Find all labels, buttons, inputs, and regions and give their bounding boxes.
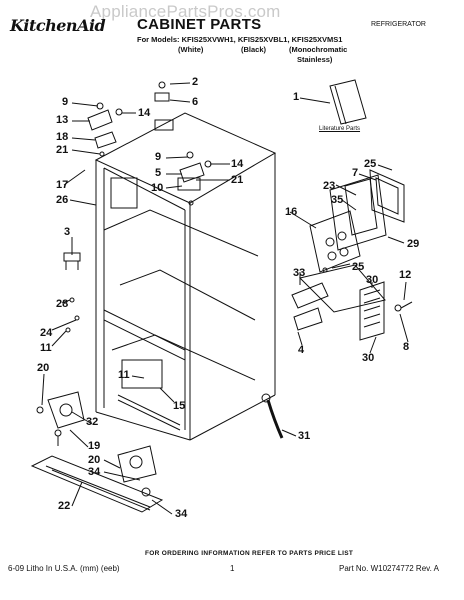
model-numbers: For Models: KFIS25XVWH1, KFIS25XVBL1, KF… bbox=[137, 35, 343, 44]
refrigerator-cabinet bbox=[63, 81, 277, 441]
ordering-note: FOR ORDERING INFORMATION REFER TO PARTS … bbox=[145, 550, 354, 557]
callout-17: 17 bbox=[56, 179, 69, 191]
callout-12: 12 bbox=[399, 269, 412, 281]
callout-24: 24 bbox=[40, 327, 53, 339]
callout-5: 5 bbox=[155, 167, 162, 179]
callout-20-lower: 20 bbox=[88, 454, 101, 466]
callout-13: 13 bbox=[56, 114, 69, 126]
callout-16: 16 bbox=[285, 206, 298, 218]
left-leveling-bracket bbox=[47, 391, 85, 429]
grille-filter bbox=[291, 282, 329, 309]
callout-21: 21 bbox=[56, 144, 69, 156]
appliance-category: REFRIGERATOR bbox=[371, 21, 426, 28]
control-cover bbox=[369, 169, 405, 223]
page-title: CABINET PARTS bbox=[137, 16, 262, 33]
variant-white: (White) bbox=[178, 45, 204, 54]
callout-32: 32 bbox=[86, 416, 99, 428]
callout-25-lower: 25 bbox=[352, 261, 365, 273]
callout-21-right: 21 bbox=[231, 174, 244, 186]
callout-18: 18 bbox=[56, 131, 69, 143]
toe-grille bbox=[299, 264, 386, 313]
callout-34-lower: 34 bbox=[175, 508, 188, 520]
callout-28: 28 bbox=[56, 298, 69, 310]
callout-33: 33 bbox=[293, 267, 306, 279]
base-rail bbox=[30, 455, 164, 513]
control-housing bbox=[329, 174, 387, 251]
callout-4: 4 bbox=[298, 344, 305, 356]
callout-9: 9 bbox=[62, 96, 69, 108]
callout-22: 22 bbox=[58, 500, 71, 512]
callout-31: 31 bbox=[298, 430, 311, 442]
variant-monochromatic: (Monochromatic bbox=[289, 45, 348, 54]
callout-10: 10 bbox=[151, 182, 164, 194]
callout-11: 11 bbox=[40, 342, 52, 354]
footer-litho: 6-09 Litho In U.S.A. (mm) (eeb) bbox=[8, 564, 120, 573]
filter-pad bbox=[293, 307, 323, 331]
callout-15: 15 bbox=[173, 400, 186, 412]
callout-2: 2 bbox=[192, 76, 199, 88]
callout-34: 34 bbox=[88, 466, 101, 478]
variant-black: (Black) bbox=[241, 45, 267, 54]
literature-parts-label: Literature Parts bbox=[319, 126, 361, 132]
fan-motor-assembly bbox=[309, 210, 361, 273]
callout-30-lower: 30 bbox=[362, 352, 375, 364]
footer-part-number: Part No. W10274772 Rev. A bbox=[339, 564, 439, 573]
grille-panel bbox=[359, 281, 385, 341]
literature-parts-book bbox=[329, 79, 367, 125]
brand-logo: KitchenAid bbox=[10, 16, 106, 35]
callout-7: 7 bbox=[352, 167, 359, 179]
callout-14: 14 bbox=[138, 107, 151, 119]
callout-3: 3 bbox=[64, 226, 71, 238]
callout-23: 23 bbox=[323, 180, 336, 192]
callout-35: 35 bbox=[331, 194, 344, 206]
callout-29: 29 bbox=[407, 238, 420, 250]
callout-9-right: 9 bbox=[155, 151, 162, 163]
callout-8: 8 bbox=[403, 341, 410, 353]
water-tube bbox=[266, 399, 284, 439]
callout-1: 1 bbox=[293, 91, 300, 103]
callout-14-right: 14 bbox=[231, 158, 244, 170]
callout-25: 25 bbox=[364, 158, 377, 170]
callout-19: 19 bbox=[88, 440, 101, 452]
footer-page-number: 1 bbox=[230, 564, 235, 573]
callout-30: 30 bbox=[366, 274, 379, 286]
callout-20: 20 bbox=[37, 362, 50, 374]
callout-26: 26 bbox=[56, 194, 69, 206]
watermark-text: AppliancePartsPros.com bbox=[90, 2, 281, 21]
right-leveling-bracket bbox=[117, 445, 157, 483]
callout-6: 6 bbox=[192, 96, 199, 108]
variant-stainless: Stainless) bbox=[297, 55, 333, 64]
callout-11-lower: 11 bbox=[118, 369, 130, 381]
